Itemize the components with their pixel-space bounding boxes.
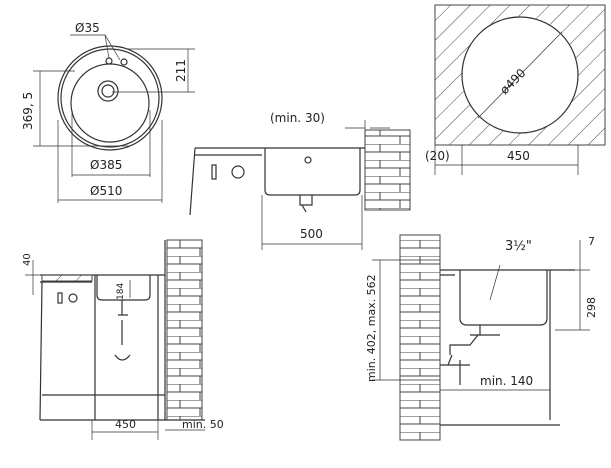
depth-298-label: 298: [585, 297, 598, 318]
drain-offset-label: 211: [174, 59, 188, 82]
wall-gap-label: min. 50: [182, 418, 224, 431]
cutout-margin-label: (20): [425, 149, 450, 163]
drain-size-label: 3½": [505, 239, 532, 254]
side-view: (min. 30) 500: [189, 111, 411, 250]
wall-distance-label: min. 140: [480, 374, 533, 388]
cutout-view: ø490 (20) 450: [425, 4, 606, 175]
front-section: 40 184 450 min. 50: [22, 239, 224, 440]
side-section: 3½" 7 min. 402, max. 562 298 min. 140: [365, 234, 598, 441]
rim-label: 7: [588, 235, 595, 248]
tap-hole-label: Ø35: [75, 21, 100, 35]
cutout-width-label: 450: [507, 149, 530, 163]
outer-diameter-label: Ø510: [90, 184, 122, 198]
width-500-label: 500: [300, 227, 323, 241]
bowl-diameter-label: Ø385: [90, 158, 122, 172]
cabinet-width-label: 450: [115, 418, 136, 431]
counter-thickness-label: 40: [22, 253, 33, 266]
outlet-height-label: min. 402, max. 562: [365, 274, 378, 382]
min-gap-label: (min. 30): [270, 111, 325, 125]
top-view: Ø35 211 369, 5 Ø385 Ø510: [21, 21, 195, 203]
bowl-depth-label: 369, 5: [21, 92, 35, 130]
bowl-depth-184-label: 184: [116, 283, 126, 300]
